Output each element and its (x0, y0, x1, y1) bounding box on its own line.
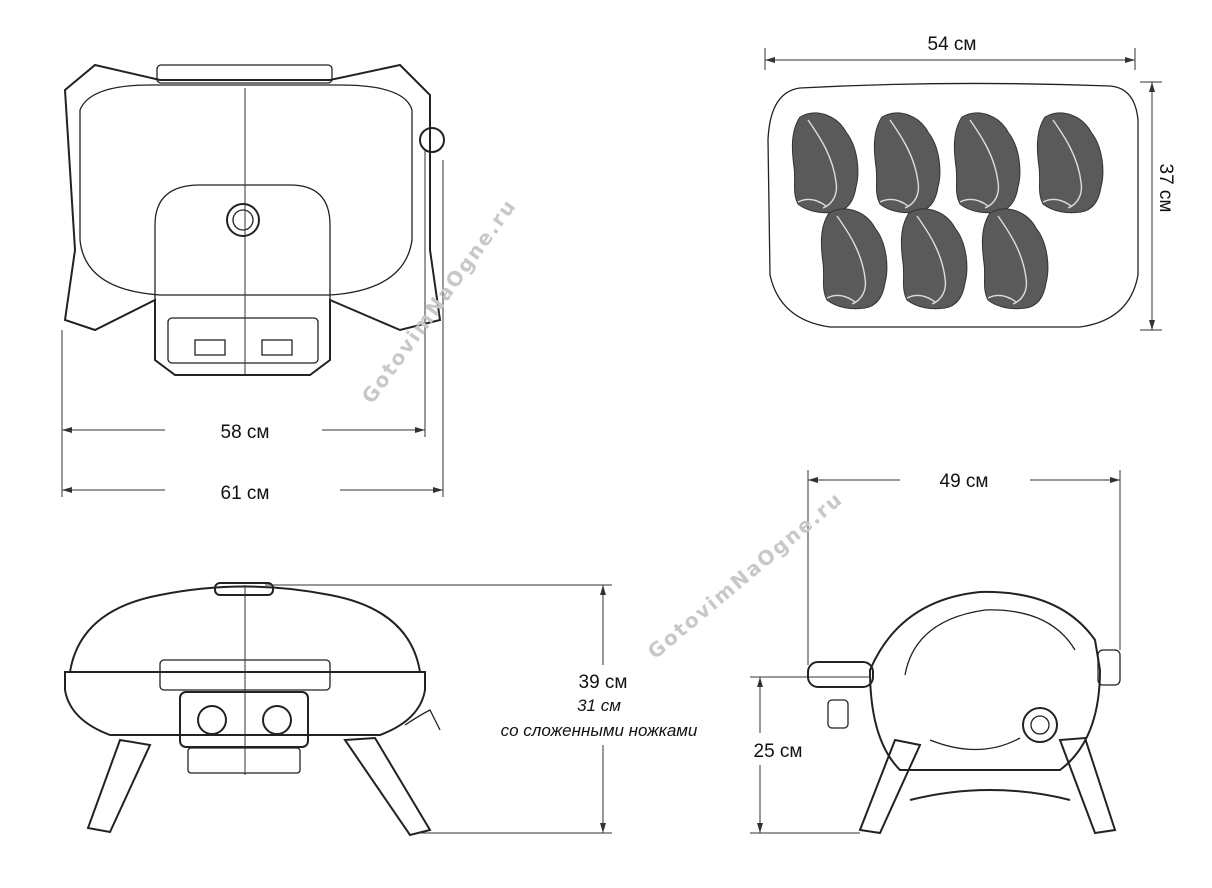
front-view-dimensions: 39 см 31 см со сложенными ножками (265, 584, 698, 834)
dimension-49cm: 49 см (940, 471, 989, 492)
dimension-37cm: 37 см (1155, 164, 1176, 213)
watermark: GotovimNaOgne.ru (357, 194, 522, 408)
dimension-25cm: 25 см (754, 741, 803, 762)
cooking-grate-view: 54 см 37 см (764, 34, 1176, 331)
steak-2 (873, 112, 941, 214)
steak-6 (900, 208, 968, 310)
dimension-58cm: 58 см (221, 422, 270, 443)
steak-5 (820, 208, 888, 310)
grill-top-view (63, 63, 445, 376)
dimension-61cm: 61 см (221, 483, 270, 504)
side-view-dimensions: 49 см 25 см (750, 470, 1121, 834)
steak-4 (1036, 112, 1104, 214)
steak-1 (791, 112, 859, 214)
grill-side-view (807, 590, 1121, 835)
top-view-dimensions: 58 см 61 см (61, 150, 444, 504)
folded-legs-note: со сложенными ножками (501, 721, 698, 740)
grill-front-view (64, 582, 441, 837)
steak-7 (981, 208, 1049, 310)
steak-3 (953, 112, 1021, 214)
dimension-31cm: 31 см (577, 696, 621, 715)
dimension-39cm: 39 см (579, 672, 628, 693)
watermark: GotovimNaOgne.ru (643, 487, 848, 664)
dimension-54cm: 54 см (928, 34, 977, 55)
